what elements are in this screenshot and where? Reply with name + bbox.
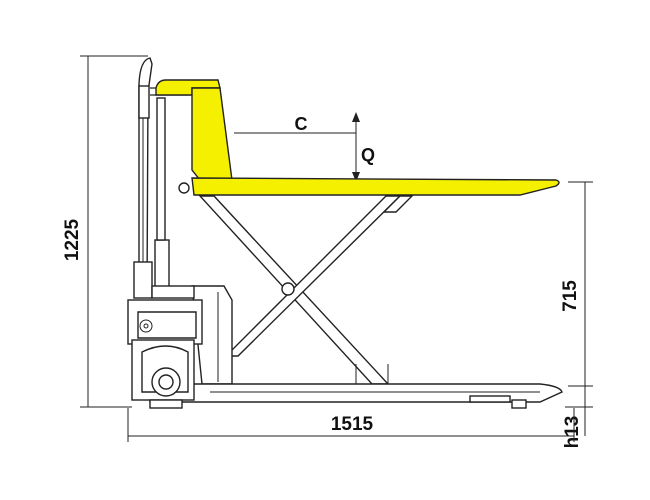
dimension-length-total: 1515 [127, 408, 575, 442]
fork-upright [191, 87, 233, 181]
base-frame [149, 285, 563, 409]
dimension-height-total: 1225 [62, 55, 148, 408]
hydraulic-pump-unit [127, 285, 203, 409]
dimension-lift-height: 715 [560, 181, 593, 387]
dimension-ground-clearance-label: h13 [562, 416, 583, 449]
load-center-label: C [295, 114, 308, 134]
dimension-lift-height-label: 715 [560, 280, 581, 312]
fork-platform [155, 79, 560, 196]
load-center-marker: C Q [234, 112, 375, 182]
scissor-lift [198, 195, 414, 385]
dimension-height-total-label: 1225 [62, 218, 83, 261]
fork-blade [191, 177, 560, 196]
dimension-ground-clearance: h13 [562, 386, 593, 448]
load-label: Q [361, 145, 375, 165]
tiller-handle [133, 57, 190, 299]
dimension-length-total-label: 1515 [331, 414, 374, 435]
